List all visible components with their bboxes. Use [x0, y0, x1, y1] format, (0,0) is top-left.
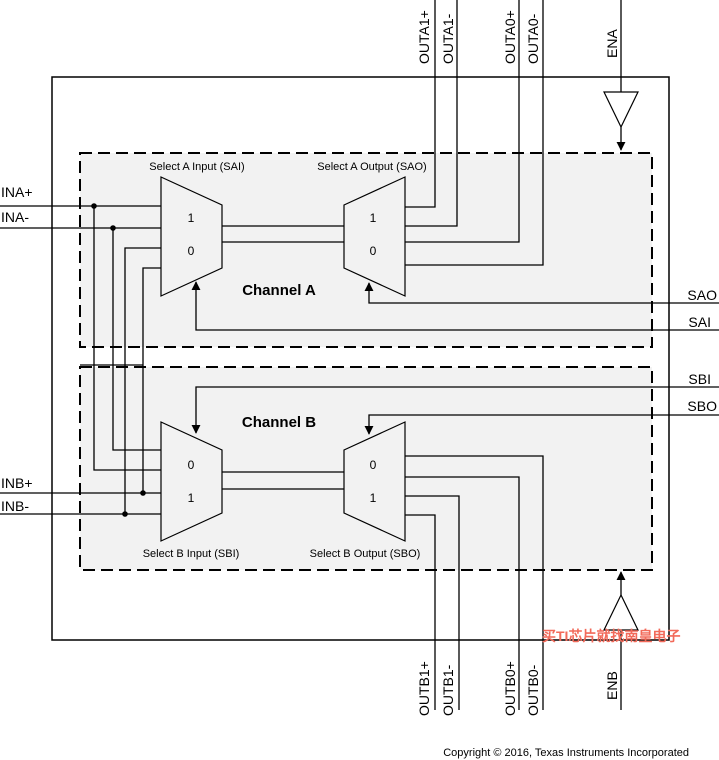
channel-b-input-mux-label: Select B Input (SBI) — [143, 548, 240, 560]
channel-a-out-port-1: 1 — [370, 211, 377, 225]
channel-b-input-mux — [160, 421, 223, 542]
channel-b-out-port-0: 0 — [370, 458, 377, 472]
enb-label: ENB — [604, 671, 620, 700]
channel-a-output-mux — [343, 176, 406, 297]
channel-a-title: Channel A — [242, 282, 316, 299]
copyright: Copyright © 2016, Texas Instruments Inco… — [443, 747, 689, 759]
inb-minus-label: INB- — [1, 498, 29, 514]
channel-b-output-mux — [343, 421, 406, 542]
sbo-label: SBO — [687, 398, 717, 414]
ena-label: ENA — [604, 29, 620, 58]
outa0-minus-label: OUTA0- — [525, 13, 541, 64]
channel-a-input-mux — [160, 176, 223, 297]
channel-b-title: Channel B — [242, 414, 316, 431]
outb0-minus-label: OUTB0- — [525, 664, 541, 716]
channel-b-output-mux-label: Select B Output (SBO) — [310, 548, 421, 560]
channel-a-in-port-0: 0 — [188, 244, 195, 258]
channel-b-in-port-0: 0 — [188, 458, 195, 472]
junction-dot — [140, 490, 146, 496]
channel-a-out-port-0: 0 — [370, 244, 377, 258]
wires — [0, 0, 719, 710]
channel-a-in-port-1: 1 — [188, 211, 195, 225]
sao-label: SAO — [687, 287, 717, 303]
junction-dot — [122, 511, 128, 517]
junction-dot — [91, 203, 97, 209]
junction-dot — [110, 225, 116, 231]
outa1-plus-label: OUTA1+ — [416, 10, 432, 64]
channel-a-output-mux-label: Select A Output (SAO) — [317, 161, 426, 173]
channel-a-input-mux-label: Select A Input (SAI) — [149, 161, 244, 173]
sbi-label: SBI — [688, 371, 711, 387]
sai-label: SAI — [688, 314, 711, 330]
channel-b-out-port-1: 1 — [370, 491, 377, 505]
ina-minus-label: INA- — [1, 209, 29, 225]
outb1-plus-label: OUTB1+ — [416, 661, 432, 716]
ina-plus-label: INA+ — [1, 184, 33, 200]
channel-b-in-port-1: 1 — [188, 491, 195, 505]
outb0-plus-label: OUTB0+ — [502, 661, 518, 716]
inb-plus-label: INB+ — [1, 475, 33, 491]
outb1-minus-label: OUTB1- — [440, 664, 456, 716]
outa1-minus-label: OUTA1- — [440, 13, 456, 64]
watermark: 买TI芯片就找南皇电子 — [542, 628, 680, 644]
outa0-plus-label: OUTA0+ — [502, 10, 518, 64]
